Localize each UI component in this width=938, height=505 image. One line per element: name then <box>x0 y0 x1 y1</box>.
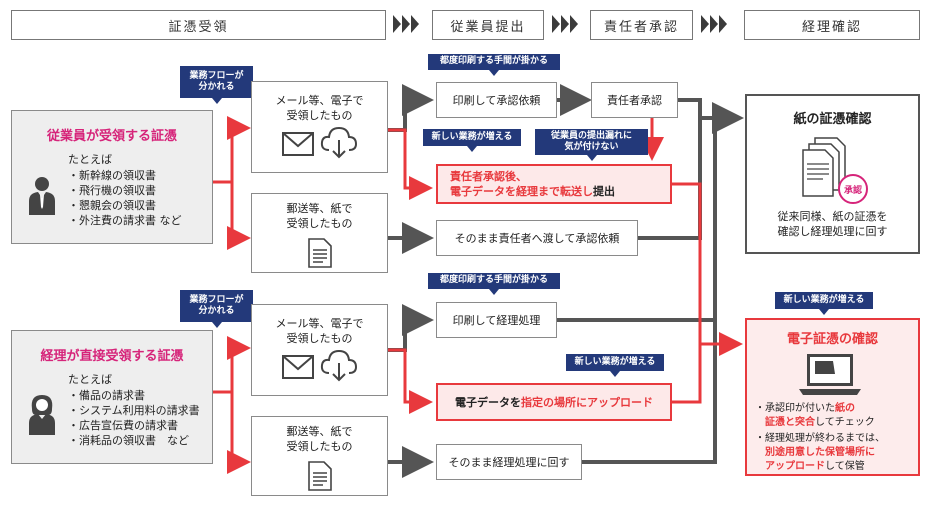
handover-step: そのまま責任者へ渡して承認依頼 <box>436 220 638 256</box>
example-label: たとえば <box>68 373 112 386</box>
bullet-text: して保管 <box>825 461 865 472</box>
bullet-text: ・経理処理が終わるまでは、 <box>755 433 885 444</box>
bullet-text: してチェック <box>815 417 875 428</box>
example-label: たとえば <box>68 153 112 166</box>
bullet-highlight: 証憑と突合 <box>765 417 815 428</box>
accounting-receipt-box: 経理が直接受領する証憑 たとえば ・備品の請求書 ・システム利用料の請求書 ・広… <box>11 330 213 464</box>
red-step-line2-rest: 提出 <box>593 185 615 198</box>
bullet-text: ・承認印が付いた <box>755 403 835 414</box>
print-hassle-tag: 都度印刷する手間が掛かる <box>428 273 560 295</box>
employee-receipt-box: 従業員が受領する証憑 たとえば ・新幹線の領収書 ・飛行機の領収書 ・懇親会の領… <box>11 110 213 244</box>
print-hassle-tag: 都度印刷する手間が掛かる <box>428 54 560 76</box>
example-item: ・飛行機の領収書 <box>68 184 156 197</box>
header-receipt: 証憑受領 <box>11 10 386 40</box>
paper-box-label: 郵送等、紙で 受領したもの <box>286 425 353 453</box>
branch-tag: 業務フローが 分かれる <box>180 66 253 104</box>
red-step-line2-highlight: 電子データを経理まで転送し <box>450 185 593 198</box>
example-item: ・広告宣伝費の請求書 <box>68 419 178 432</box>
email-receipt-box: メール等、電子で 受領したもの <box>251 81 388 173</box>
paper-receipt-box: 郵送等、紙で 受領したもの <box>251 416 388 496</box>
stacked-documents-icon <box>802 137 846 197</box>
header-submit: 従業員提出 <box>432 10 544 40</box>
envelope-icon <box>282 132 314 156</box>
section-title: 従業員が受領する証憑 <box>46 129 177 144</box>
header-approve: 責任者承認 <box>590 10 693 40</box>
header-confirm: 経理確認 <box>744 10 920 40</box>
branch-tag: 業務フローが 分かれる <box>180 290 253 328</box>
chevron-right-icon <box>552 15 579 33</box>
example-item: ・懇親会の領収書 <box>68 199 156 212</box>
email-box-label: メール等、電子で 受領したもの <box>275 317 364 345</box>
email-receipt-box: メール等、電子で 受領したもの <box>251 304 388 396</box>
man-icon <box>29 177 55 215</box>
new-task-tag: 新しい業務が増える <box>775 292 873 315</box>
new-task-tag: 新しい業務が増える <box>423 129 521 152</box>
example-item: ・外注費の請求書 など <box>68 214 182 227</box>
electronic-confirm-box: 電子証憑の確認 ・承認印が付いた紙の 証憑と突合してチェック ・経理処理が終わる… <box>745 318 920 476</box>
upload-step-text: 電子データを <box>455 396 521 409</box>
example-item: ・新幹線の領収書 <box>68 169 156 182</box>
forward-electronic-step: 責任者承認後、 電子データを経理まで転送し提出 <box>436 164 672 204</box>
email-box-label: メール等、電子で 受領したもの <box>275 94 364 122</box>
paper-confirm-desc: 従来同様、紙の証憑を 確認し経理処理に回す <box>777 210 888 238</box>
laptop-icon <box>799 354 861 395</box>
bullet-highlight: 紙の <box>835 403 855 414</box>
paper-confirm-box: 紙の証憑確認 承認 従来同様、紙の証憑を 確認し経理処理に回す <box>745 94 920 254</box>
manager-approval-step: 責任者承認 <box>591 82 678 118</box>
paper-confirm-title: 紙の証憑確認 <box>793 112 872 127</box>
electronic-confirm-title: 電子証憑の確認 <box>786 332 878 347</box>
new-task-tag: 新しい業務が増える <box>566 354 664 377</box>
paper-receipt-box: 郵送等、紙で 受領したもの <box>251 193 388 273</box>
upload-step: 電子データを指定の場所にアップロード <box>436 383 672 421</box>
example-item: ・消耗品の領収書 など <box>68 434 189 447</box>
approval-stamp: 承認 <box>838 174 868 204</box>
example-item: ・システム利用料の請求書 <box>68 404 200 417</box>
document-icon <box>308 461 332 491</box>
print-approval-step: 印刷して承認依頼 <box>436 82 557 118</box>
direct-process-step: そのまま経理処理に回す <box>436 444 582 480</box>
bullet-highlight: アップロード <box>765 461 825 472</box>
paper-box-label: 郵送等、紙で 受領したもの <box>286 202 353 230</box>
section-title: 経理が直接受領する証憑 <box>40 349 184 364</box>
cloud-download-icon <box>320 126 358 159</box>
cloud-download-icon <box>320 349 358 382</box>
document-icon <box>308 238 332 268</box>
upload-step-highlight: 指定の場所にアップロード <box>521 396 653 409</box>
example-item: ・備品の請求書 <box>68 389 145 402</box>
envelope-icon <box>282 355 314 379</box>
woman-icon <box>29 395 55 435</box>
electronic-confirm-bullets: ・承認印が付いた紙の 証憑と突合してチェック ・経理処理が終わるまでは、 別途用… <box>755 402 912 474</box>
missed-submission-tag: 従業員の提出漏れに 気が付けない <box>535 129 648 161</box>
red-step-line1: 責任者承認後、 <box>450 169 527 183</box>
chevron-right-icon <box>701 15 728 33</box>
bullet-highlight: 別途用意した保管場所に <box>765 447 875 458</box>
print-process-step: 印刷して経理処理 <box>436 302 557 338</box>
chevron-right-icon <box>393 15 420 33</box>
